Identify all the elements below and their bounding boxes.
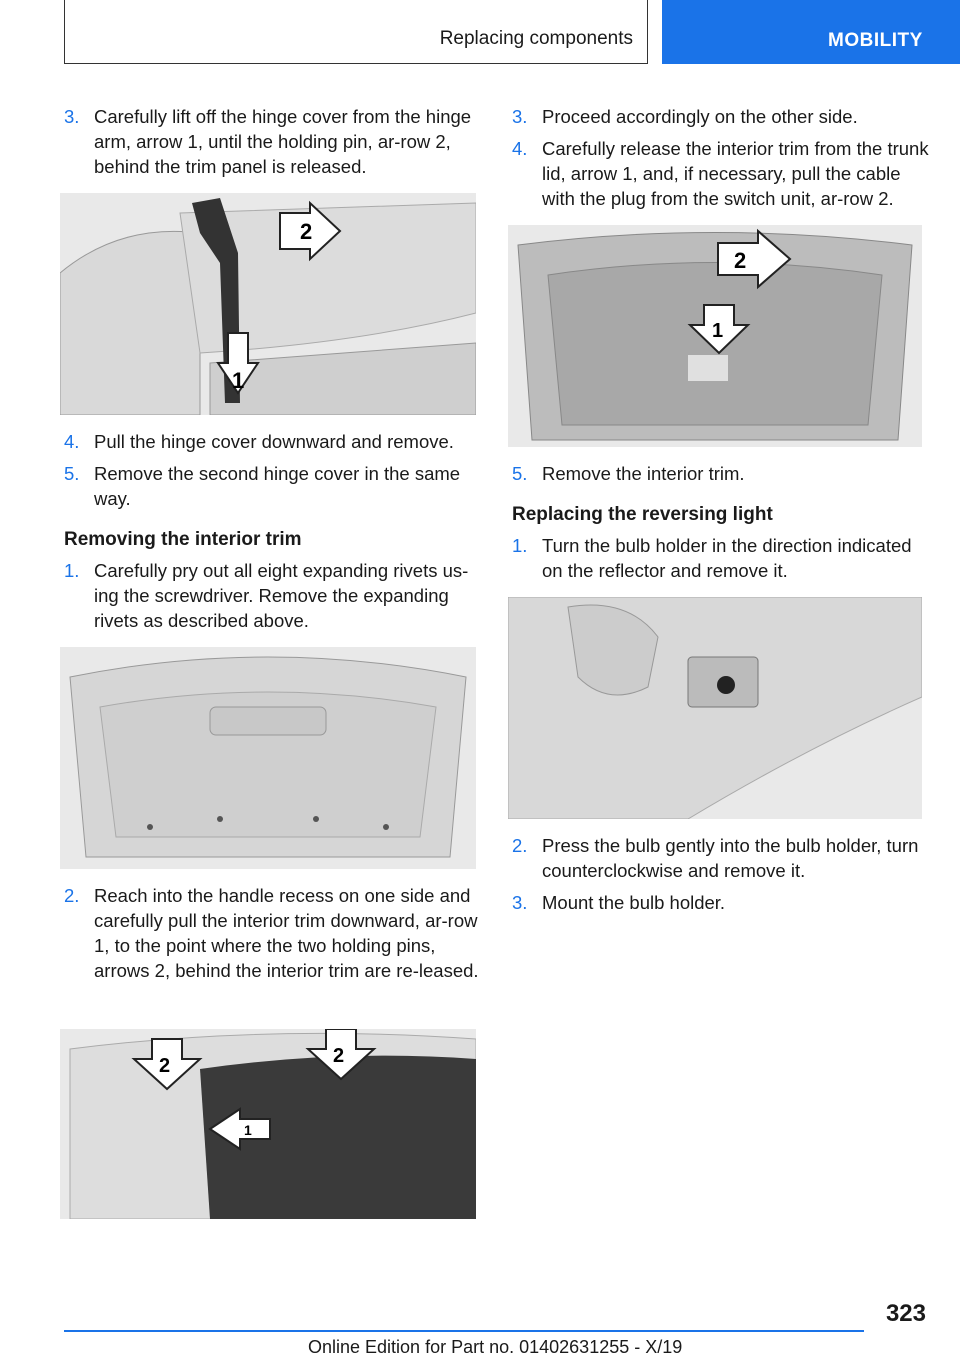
- reversing-step-3: 3. Mount the bulb holder.: [512, 890, 932, 915]
- section-title: Replacing components: [439, 28, 633, 49]
- trim-release-drawing: 2 1: [508, 225, 922, 447]
- step-number: 4.: [512, 138, 528, 159]
- bulb-holder-illustration: [508, 597, 922, 819]
- step-number: 4.: [64, 431, 80, 452]
- fig4-label-2: 2: [734, 248, 746, 273]
- step-number: 1.: [64, 560, 80, 581]
- step-number: 2.: [64, 885, 80, 906]
- fig1-label-2: 2: [300, 219, 312, 244]
- footer-edition: Online Edition for Part no. 01402631255 …: [308, 1337, 683, 1357]
- step-text: Remove the second hinge cover in the sam…: [94, 463, 461, 509]
- step-text: Reach into the handle recess on one side…: [94, 885, 479, 981]
- chapter-tab-label: MOBILITY: [828, 30, 923, 51]
- page-number: 323: [885, 1300, 926, 1327]
- step-4-release-trim: 4. Carefully release the interior trim f…: [512, 136, 932, 211]
- left-column: 3. Carefully lift off the hinge cover fr…: [60, 104, 482, 1233]
- trim-step-1: 1. Carefully pry out all eight expanding…: [64, 558, 482, 633]
- step-3-hinge: 3. Carefully lift off the hinge cover fr…: [64, 104, 482, 179]
- step-number: 3.: [512, 106, 528, 127]
- step-number: 5.: [512, 463, 528, 484]
- section-heading-interior-trim: Removing the interior trim: [64, 529, 302, 550]
- step-text: Carefully release the interior trim from…: [542, 138, 929, 209]
- step-number: 5.: [64, 463, 80, 484]
- step-text: Press the bulb gently into the bulb hold…: [542, 835, 919, 881]
- fig3-label-2a: 2: [159, 1055, 170, 1077]
- step-number: 3.: [64, 106, 80, 127]
- step-4-pull: 4. Pull the hinge cover downward and rem…: [64, 429, 482, 454]
- trunk-lid-trim-drawing: [60, 647, 476, 869]
- step-text: Proceed accordingly on the other side.: [542, 106, 858, 127]
- fig3-label-1: 1: [244, 1122, 252, 1138]
- step-text: Remove the interior trim.: [542, 463, 745, 484]
- hinge-cover-illustration: 2 1: [60, 193, 476, 415]
- bulb-holder-drawing: [508, 597, 922, 819]
- right-column: 3. Proceed accordingly on the other side…: [508, 104, 932, 922]
- step-5-remove-trim: 5. Remove the interior trim.: [512, 461, 932, 486]
- reversing-step-2: 2. Press the bulb gently into the bulb h…: [512, 833, 932, 883]
- hinge-cover-drawing: 2 1: [60, 193, 476, 415]
- step-text: Turn the bulb holder in the direction in…: [542, 535, 912, 581]
- step-text: Carefully lift off the hinge cover from …: [94, 106, 472, 177]
- trunk-lid-trim-illustration: [60, 647, 476, 869]
- step-5-remove: 5. Remove the second hinge cover in the …: [64, 461, 482, 511]
- footer-divider: [64, 1330, 864, 1332]
- trim-pull-drawing: 2 2 1: [60, 1029, 476, 1219]
- chapter-tab[interactable]: MOBILITY: [662, 0, 960, 64]
- trim-pull-illustration: 2 2 1: [60, 1029, 476, 1219]
- step-number: 2.: [512, 835, 528, 856]
- trim-step-2: 2. Reach into the handle recess on one s…: [64, 883, 482, 983]
- step-text: Carefully pry out all eight expanding ri…: [94, 560, 469, 631]
- step-text: Mount the bulb holder.: [542, 892, 726, 913]
- fig4-label-1: 1: [712, 320, 723, 342]
- trim-release-illustration: 2 1: [508, 225, 922, 447]
- header-box: Replacing components: [64, 0, 648, 64]
- fig1-label-1: 1: [232, 368, 244, 393]
- step-number: 1.: [512, 535, 528, 556]
- step-text: Pull the hinge cover downward and remove…: [94, 431, 454, 452]
- step-number: 3.: [512, 892, 528, 913]
- section-heading-reversing-light: Replacing the reversing light: [512, 504, 773, 525]
- fig3-label-2b: 2: [333, 1045, 344, 1067]
- step-3-other-side: 3. Proceed accordingly on the other side…: [512, 104, 932, 129]
- reversing-step-1: 1. Turn the bulb holder in the direction…: [512, 533, 932, 583]
